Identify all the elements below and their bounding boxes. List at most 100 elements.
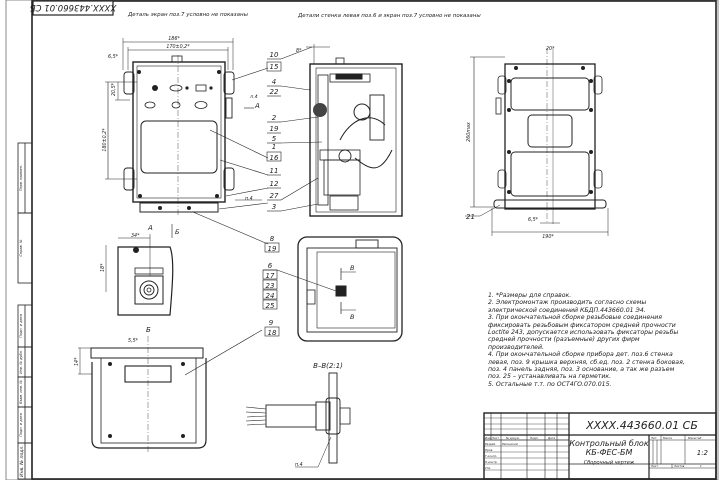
front-view-note-line1: Деталь экран поз.7 условно не показаны	[127, 12, 249, 18]
strip-label: Подп. и дата	[19, 314, 23, 338]
mirrored-designation: XXXX.443660.01 СБ	[30, 2, 118, 12]
stamp-row-label: Утв.	[485, 466, 491, 470]
callout-12: 12	[270, 180, 279, 188]
technical-requirements: 1. *Размеры для справок. 2. Электромонта…	[488, 292, 688, 388]
top-view	[297, 236, 403, 342]
callout-17: 17	[266, 272, 275, 280]
strip-label: Инв. № дубл.	[19, 350, 23, 374]
weld-mark-section: п.4	[295, 462, 303, 468]
callout-9: 9	[269, 319, 274, 327]
callout-19: 19	[270, 125, 279, 133]
sheet-label: Лист	[650, 464, 658, 468]
view-a	[105, 234, 174, 316]
stamp-header: № докум.	[505, 436, 520, 440]
callout-2: 2	[272, 114, 277, 122]
callout-4: 4	[272, 78, 276, 86]
note-item: 2. Электромонтаж производить согласно сх…	[488, 299, 647, 314]
strip-label: Подп. и дата	[19, 413, 23, 437]
drawing-designation: XXXX.443660.01 СБ	[585, 419, 698, 432]
dim-rear-top: 20*	[546, 46, 555, 52]
sheets-count: 1	[700, 464, 702, 468]
dim-rear-bottom: 6,5*	[528, 217, 539, 223]
connector-hole	[152, 85, 158, 91]
strip-label: Перв. примен.	[19, 165, 23, 191]
dim-rear-height: 260max	[466, 122, 472, 142]
note-item: 3. При окончательной сборке резьбовые со…	[488, 314, 679, 351]
dim-width-inner: 170±0,2*	[166, 44, 190, 50]
callout-16: 16	[270, 154, 279, 162]
callout-5: 5	[272, 135, 277, 143]
section-mark-bottom: В	[350, 313, 355, 321]
strip-label: Взам. инв. №	[19, 380, 23, 404]
lit-header: Лит.	[650, 436, 658, 440]
callout-19b: 19	[268, 245, 277, 253]
strip-label: Справ. №	[19, 239, 23, 256]
stamp-header: Дата	[547, 436, 556, 440]
callout-8: 8	[270, 235, 275, 243]
front-view-note: Деталь экран поз.7 условно не показаны	[127, 12, 249, 18]
callout-3: 3	[272, 203, 276, 211]
front-view	[105, 38, 235, 215]
section-label: В–В(2:1)	[313, 362, 343, 370]
rear-view	[465, 48, 609, 236]
stamp-row-label: Разраб.	[485, 442, 496, 446]
view-b	[78, 329, 263, 452]
dim-offset-left: 6,5*	[108, 54, 119, 60]
sheet-outer-border	[5, 0, 719, 480]
callout-27: 27	[270, 192, 279, 200]
drawing-scale: 1:2	[697, 449, 709, 457]
callout-21: 21	[466, 213, 475, 221]
note-item: 5. Остальные т.т. по ОСТ4ГО.070.015.	[488, 380, 612, 388]
weld-mark-side: п.4	[250, 94, 257, 100]
callout-18: 18	[268, 329, 277, 337]
stamp-header: Подп.	[530, 436, 539, 440]
dim-a-height: 18*	[100, 263, 106, 272]
title-block	[483, 412, 717, 480]
document-type: Сборочный чертеж	[584, 460, 635, 466]
callout-10: 10	[270, 51, 279, 59]
side-strip	[17, 142, 33, 480]
scale-header: Масштаб	[688, 436, 702, 440]
dim-rear-width: 190*	[542, 234, 554, 240]
dim-a-width: 34*	[131, 233, 140, 239]
mirrored-designation-box: XXXX.443660.01 СБ	[30, 0, 118, 16]
dim-width-total: 186*	[168, 36, 180, 42]
callout-25: 25	[266, 302, 275, 310]
product-name: Контрольный блок	[569, 439, 648, 448]
stamp-header: Изм.	[485, 436, 492, 440]
stamp-row-label: Пров.	[485, 448, 493, 452]
dim-height-holes: 180±0,2*	[102, 128, 108, 152]
view-a-label: А	[147, 224, 153, 232]
stamp-row-label: Н.контр.	[485, 460, 498, 464]
dim-b-offset: 5,5*	[128, 338, 139, 344]
product-code: КБ-ФЕС-БМ	[586, 448, 633, 457]
section-mark-top: В	[350, 264, 355, 272]
side-view	[306, 44, 403, 217]
stamp-header: Лист	[491, 436, 499, 440]
side-view-note-text: Детали стенка левая поз.6 и экран поз.7 …	[297, 13, 481, 19]
note-item: 4. При окончательной сборке прибора дет.…	[488, 351, 685, 381]
dim-offset-top: 20,5*	[111, 82, 117, 96]
callout-11: 11	[270, 167, 279, 175]
section-b-b	[245, 372, 351, 468]
stamp-row-label: Т.контр.	[485, 454, 497, 458]
mass-header: Масса	[663, 436, 672, 440]
view-b-label: Б	[146, 326, 151, 334]
callout-24: 24	[266, 292, 275, 300]
view-a-arrow-label: А	[254, 102, 260, 110]
dim-side-top: 8*	[296, 48, 302, 54]
side-view-note: Детали стенка левая поз.6 и экран поз.7 …	[297, 13, 481, 19]
front-leader-lines	[192, 67, 269, 245]
callout-6: 6	[268, 262, 273, 270]
note-item: 1. *Размеры для справок.	[488, 292, 572, 299]
callout-23: 23	[266, 282, 275, 290]
weld-mark-front: п.4	[245, 196, 253, 202]
dim-b-height: 14*	[74, 357, 80, 366]
view-b-arrow-label: Б	[175, 228, 180, 236]
callout-1: 1	[272, 143, 276, 151]
developer-name: Репинский	[502, 442, 518, 446]
strip-label: Инв. № подл.	[19, 445, 25, 477]
callout-22: 22	[270, 88, 279, 96]
callout-15: 15	[270, 63, 279, 71]
